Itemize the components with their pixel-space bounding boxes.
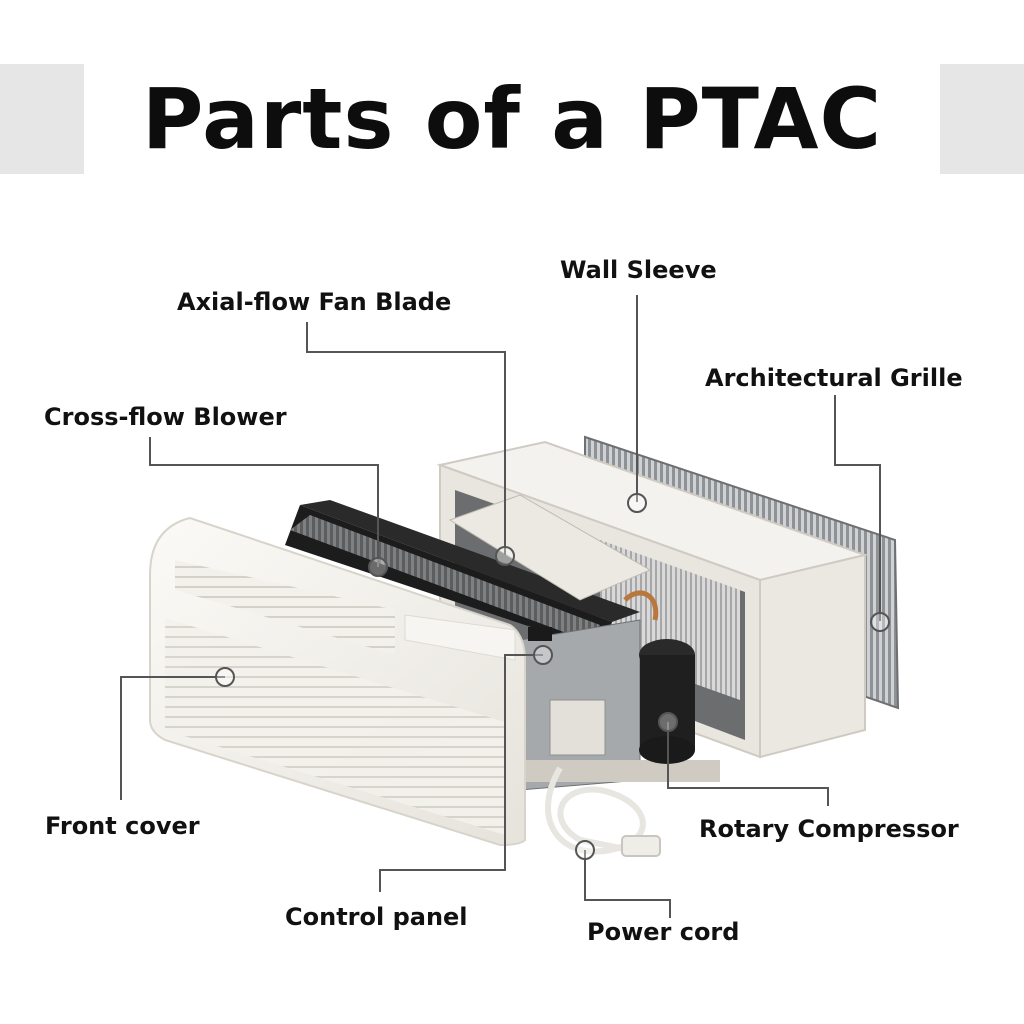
marker-cross-flow-blower [368, 557, 388, 577]
front-cover-shape [149, 516, 552, 847]
marker-circles [215, 493, 890, 860]
marker-rotary-compressor [658, 712, 678, 732]
marker-control-panel [533, 645, 553, 665]
marker-front-cover [215, 667, 235, 687]
label-power-cord: Power cord [587, 918, 740, 946]
label-front-cover: Front cover [45, 812, 200, 840]
label-rotary-compressor: Rotary Compressor [699, 815, 959, 843]
label-control-panel: Control panel [285, 903, 468, 931]
title-band-left [0, 64, 84, 174]
label-architectural-grille: Architectural Grille [705, 364, 963, 392]
marker-power-cord [575, 840, 595, 860]
marker-wall-sleeve [627, 493, 647, 513]
label-wall-sleeve: Wall Sleeve [560, 256, 717, 284]
page-title: Parts of a PTAC [141, 70, 883, 168]
label-cross-flow-blower: Cross-flow Blower [44, 403, 287, 431]
power-cord-shape [545, 766, 661, 857]
marker-architectural-grille [870, 612, 890, 632]
marker-axial-fan [495, 546, 515, 566]
label-axial-fan: Axial-flow Fan Blade [177, 288, 452, 316]
title-band-right [940, 64, 1024, 174]
leader-lines [120, 295, 881, 918]
